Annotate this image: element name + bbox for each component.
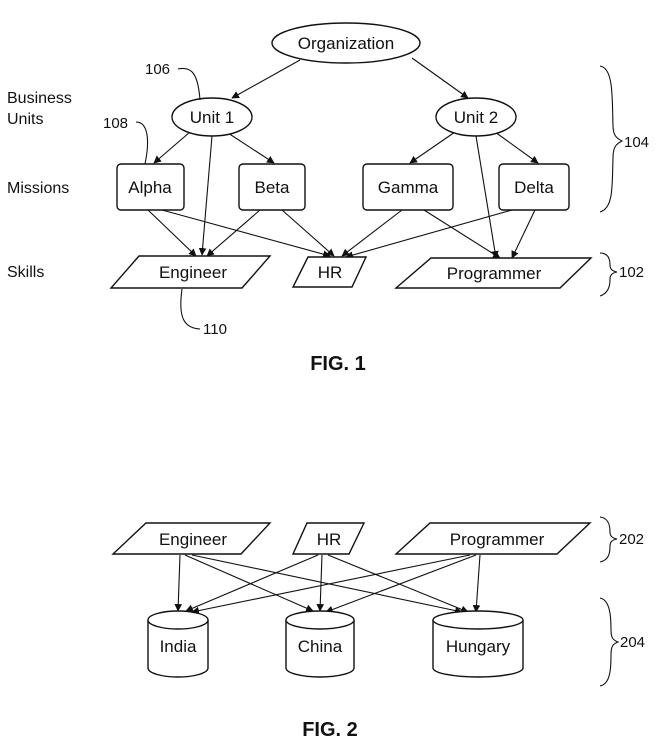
brace-202 [599,516,618,563]
fig2-node-programmer-label: Programmer [450,530,545,549]
node-organization-label: Organization [298,34,394,53]
fig1-caption: FIG. 1 [310,353,366,375]
fig2-node-engineer: Engineer [111,522,272,555]
node-unit1-label: Unit 1 [190,108,234,127]
ref-104: 104 [624,134,649,151]
edge-engineer-india [174,554,183,612]
edge-hr-china [316,554,325,612]
fig2-node-hungary: Hungary [432,610,524,678]
node-beta-label: Beta [255,178,291,197]
edge-gamma-hr [341,209,403,257]
leader-110 [180,288,201,330]
ref-202: 202 [619,531,644,548]
node-hr-label: HR [318,263,343,282]
fig2-node-hr-label: HR [317,530,342,549]
ref-106: 106 [145,61,170,78]
fig2: Engineer HR Programmer India China Hunga… [111,516,645,741]
edge-programmer-hungary [472,554,481,613]
node-alpha-label: Alpha [128,178,172,197]
brace-204 [599,597,620,687]
node-delta-label: Delta [514,178,554,197]
fig2-node-engineer-label: Engineer [159,530,227,549]
node-beta: Beta [238,163,306,211]
ref-108: 108 [103,115,128,132]
edge-delta-hr [345,209,513,259]
edge-hr-india [185,554,319,612]
fig2-node-hr: HR [291,522,366,555]
row-label-business: Business [7,90,72,107]
edge-hr-hungary [327,554,469,613]
edge-programmer-china [325,554,477,614]
ref-102: 102 [619,264,644,281]
row-label-skills: Skills [7,264,44,281]
node-programmer-label: Programmer [447,264,542,283]
edge-unit2-gamma [409,131,456,164]
fig2-node-hungary-label: Hungary [446,637,511,656]
fig1-edges [147,57,539,259]
node-gamma: Gamma [362,163,454,211]
fig2-node-china: China [285,610,355,678]
node-delta: Delta [498,163,570,211]
node-programmer: Programmer [394,257,593,289]
fig2-node-china-label: China [298,637,343,656]
node-hr: HR [291,256,368,288]
edge-programmer-india [191,554,471,615]
edge-org-unit2 [411,57,469,99]
brace-102 [599,252,618,297]
edge-org-unit1 [231,59,301,99]
edge-engineer-hungary [191,554,463,615]
brace-104 [599,65,624,213]
row-label-missions: Missions [7,180,69,197]
fig2-node-india-label: India [160,637,197,656]
node-engineer-label: Engineer [159,263,227,282]
row-label-units: Units [7,111,43,128]
node-unit2: Unit 2 [435,97,517,137]
leader-108 [135,121,149,165]
edge-beta-hr [281,209,335,257]
edge-alpha-engineer [147,209,197,257]
fig2-node-programmer: Programmer [394,522,592,555]
edge-unit2-programmer [475,135,499,259]
node-gamma-label: Gamma [378,178,439,197]
edge-beta-engineer [206,209,261,257]
edge-alpha-hr [161,209,331,258]
node-engineer: Engineer [109,255,272,289]
fig2-edges [174,554,481,615]
edge-unit1-beta [227,132,275,164]
ref-204: 204 [620,634,645,651]
node-unit1: Unit 1 [171,97,253,137]
edge-engineer-china [184,554,314,612]
node-alpha: Alpha [116,163,185,211]
ref-110: 110 [203,321,227,338]
fig2-node-india: India [147,610,209,678]
edge-gamma-programmer [423,209,501,259]
edge-unit1-engineer [198,135,213,256]
node-unit2-label: Unit 2 [454,108,498,127]
edge-delta-programmer [511,209,536,259]
edge-unit1-alpha [153,131,191,164]
fig2-caption: FIG. 2 [302,719,358,741]
edge-unit2-delta [494,131,539,164]
leader-106 [177,67,201,101]
node-organization: Organization [271,22,421,64]
fig1: Organization Unit 1 Unit 2 Alpha Beta Ga… [7,22,649,375]
